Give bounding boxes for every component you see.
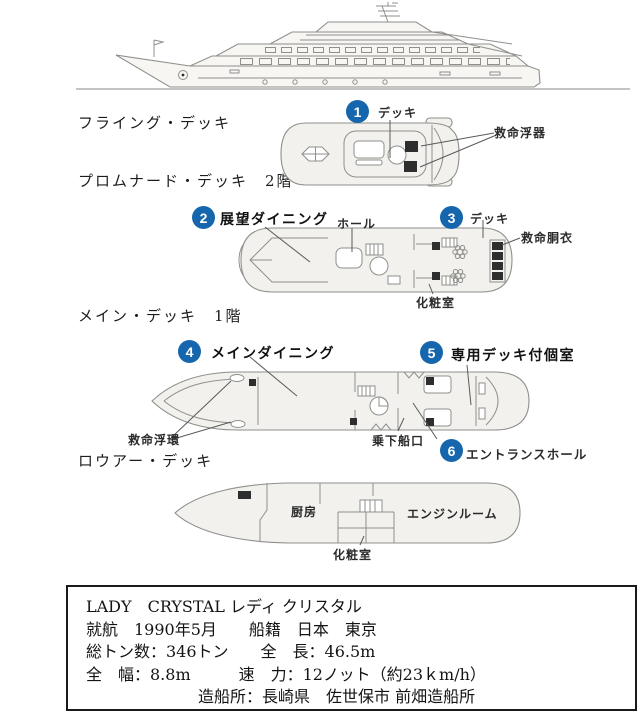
engine-room-label: エンジンルーム [407, 507, 498, 521]
promenade-deck-title: プロムナード・デッキ 2階 [78, 172, 294, 190]
badge-4-number: 4 [185, 343, 194, 360]
badge-5-number: 5 [427, 344, 436, 361]
badge-2: 2 [192, 206, 215, 229]
badge-6: 6 [440, 439, 463, 462]
lower-deck-plan [174, 482, 521, 546]
main-dining-label: メインダイニング [211, 345, 335, 361]
observation-dining-label: 展望ダイニング [220, 211, 329, 227]
life-float-marker [404, 161, 417, 172]
life-jacket-label: 救命胴衣 [521, 231, 574, 245]
entrance-hall-label: エントランスホール [466, 448, 588, 462]
life-ring-label: 救命浮環 [128, 433, 181, 447]
spec-tonnage-length: 総トン数：346トン 全 長：46.5m [86, 642, 376, 661]
flying-deck-title: フライング・デッキ [78, 114, 232, 132]
lower-deck-title: ロウアー・デッキ [78, 452, 214, 470]
flying-deck-plan [280, 117, 495, 187]
cabin-beds [423, 375, 452, 427]
tender-area [343, 130, 427, 178]
main-deck-title: メイン・デッキ 1階 [78, 307, 243, 325]
bow-hatch [301, 146, 330, 162]
badge-3-number: 3 [447, 209, 456, 226]
spec-service-registry: 就航 1990年5月 船籍 日本 東京 [86, 619, 377, 639]
hall-furniture [335, 243, 401, 285]
life-float-marker [405, 141, 418, 152]
badge-2-number: 2 [199, 209, 208, 226]
boarding-gate-label: 乗下船口 [372, 434, 425, 448]
spec-shipyard: 造船所：長崎県 佐世保市 前畑造船所 [86, 687, 476, 706]
ship-side-profile-illustration [76, 2, 630, 90]
badge-6-number: 6 [447, 442, 456, 459]
private-cabin-label: 専用デッキ付個室 [451, 347, 575, 363]
flying-deck-label: デッキ [378, 106, 418, 120]
deck-table-clusters [450, 245, 468, 284]
badge-4: 4 [178, 340, 201, 363]
portholes [262, 79, 388, 85]
stairs [357, 385, 389, 416]
badge-1: 1 [346, 100, 369, 123]
radar-mast [376, 2, 400, 23]
life-ring-marker [229, 374, 245, 382]
spec-beam-speed: 全 幅：8.8m 速 力：12ノット（約23ｋm/h） [86, 664, 486, 684]
hall-label: ホール [337, 217, 377, 231]
restroom-compartment [337, 511, 395, 543]
promenade-deck-plan [238, 220, 521, 295]
spec-ship-name: LADY CRYSTAL レディ クリスタル [86, 597, 362, 616]
lower-restroom-label: 化粧室 [333, 548, 373, 562]
life-ring-marker [230, 420, 246, 428]
bow-flag-mast [153, 39, 165, 57]
stairs [359, 499, 383, 513]
promenade-deck-label: デッキ [470, 212, 510, 226]
life-jacket-lockers [489, 239, 506, 283]
badge-3: 3 [440, 206, 463, 229]
life-float-label: 救命浮器 [494, 126, 547, 140]
ship-spec-box: LADY CRYSTAL レディ クリスタル 就航 1990年5月 船籍 日本 … [66, 585, 637, 711]
badge-5: 5 [420, 341, 443, 364]
promenade-restroom-label: 化粧室 [416, 296, 456, 310]
badge-1-number: 1 [353, 103, 362, 120]
main-deck-plan [151, 356, 530, 441]
stairs [441, 237, 458, 286]
anchor-emblem [178, 70, 188, 80]
galley-label: 厨房 [291, 505, 318, 519]
